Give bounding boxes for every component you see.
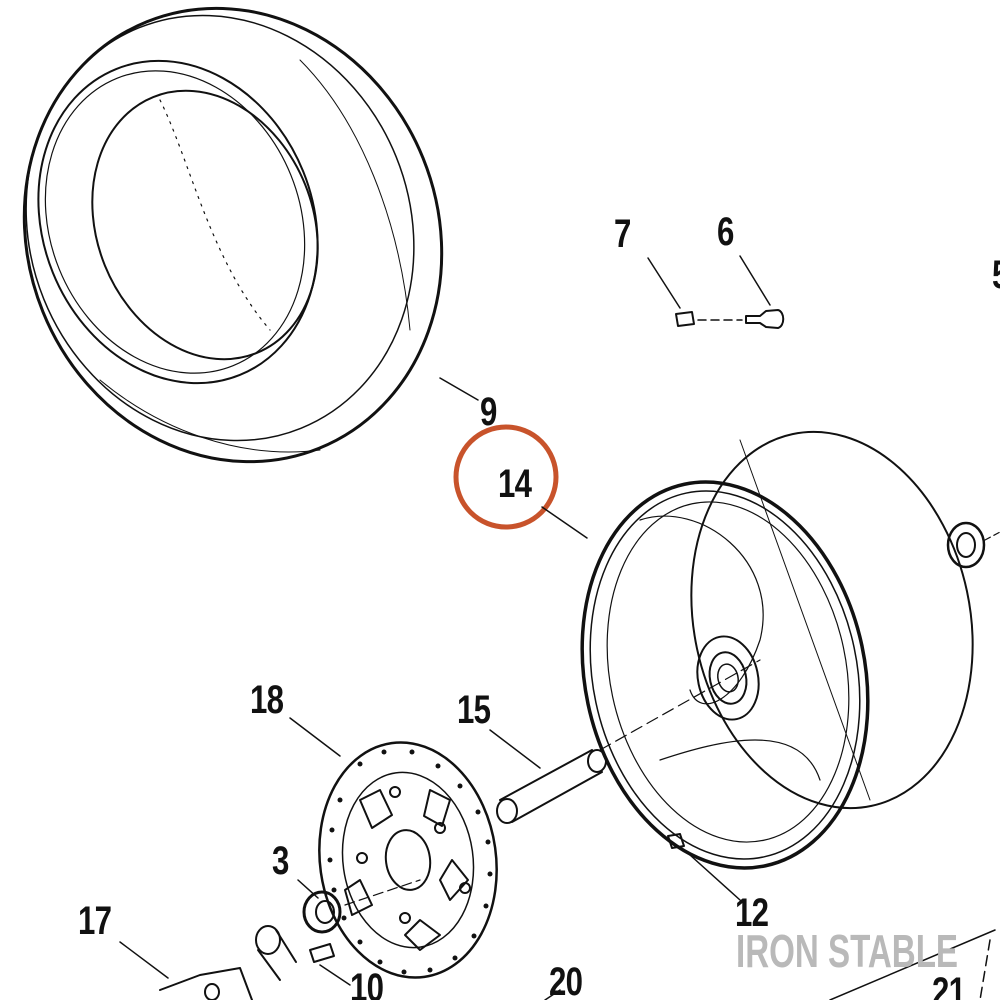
- callout-3: 3: [272, 839, 289, 883]
- tire-illustration: [22, 6, 444, 464]
- callout-12: 12: [735, 891, 769, 935]
- bracket-illustration: [119, 925, 297, 1000]
- callout-5: 5: [992, 255, 1000, 295]
- callout-21: 21: [932, 970, 966, 1000]
- bottom-right-frame: [829, 929, 996, 1000]
- brake-rotor-illustration: [289, 717, 498, 979]
- wheel-illustration: [580, 430, 974, 870]
- callout-17: 17: [78, 899, 112, 943]
- callout-9: 9: [480, 390, 497, 434]
- callout-20: 20: [549, 960, 583, 1000]
- right-bearing: [946, 521, 1000, 569]
- axis-line: [599, 659, 761, 751]
- leader-14: [541, 506, 588, 539]
- callout-10: 10: [350, 966, 384, 1000]
- spacer-tube: [489, 729, 607, 824]
- valve-assembly: [647, 255, 785, 329]
- bearing-illustration: [297, 879, 421, 934]
- highlight-circle: [453, 424, 559, 530]
- rotor-holes: [327, 749, 493, 975]
- callout-7: 7: [614, 212, 631, 256]
- callout-15: 15: [457, 688, 491, 732]
- callout-6: 6: [717, 210, 734, 254]
- callout-18: 18: [250, 678, 284, 722]
- leader-9: [439, 377, 479, 401]
- balance-weight-illustration: [667, 833, 741, 901]
- watermark: IRON STABLE: [736, 925, 959, 977]
- bolt-illustration: [309, 943, 351, 986]
- callout-14: 14: [498, 462, 532, 506]
